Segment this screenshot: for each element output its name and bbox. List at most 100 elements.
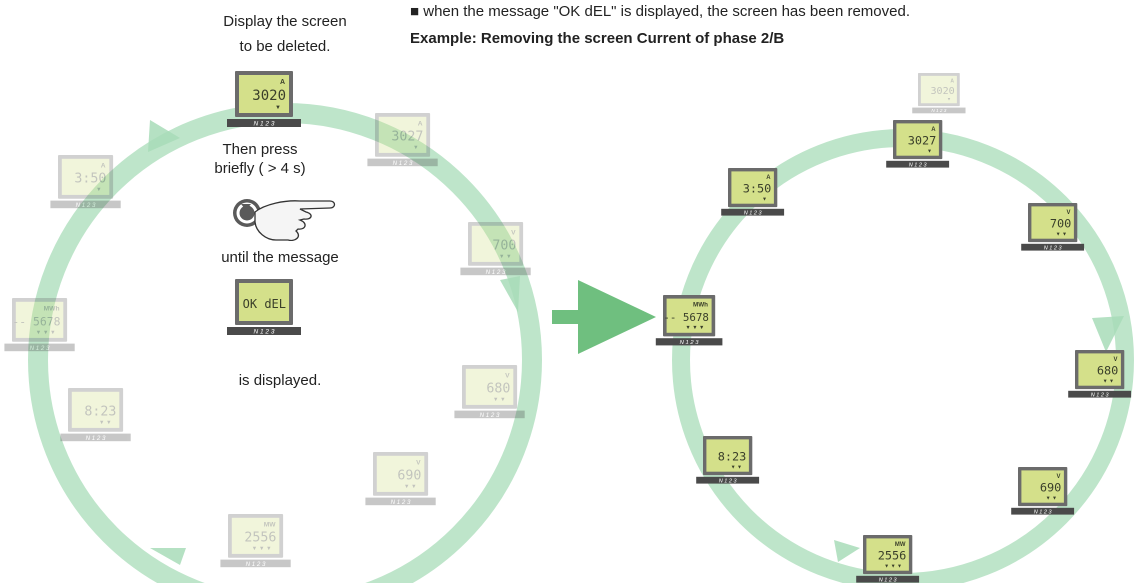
phase-bar-label: N 1 2 3: [480, 412, 500, 419]
reading-value: 3027: [391, 130, 423, 145]
phase-bar-label: N 1 2 3: [879, 577, 898, 583]
reading-value: 3:50: [743, 182, 772, 196]
step2-line2: briefly ( > 4 s): [214, 160, 306, 177]
phase-bar-label: N 1 2 3: [744, 210, 763, 216]
phase-markers: ▼ ▼: [99, 420, 112, 426]
phase-markers: ▼ ▼: [404, 484, 417, 490]
phase-bar: [856, 575, 920, 583]
unit-label: A: [950, 78, 954, 84]
phase-bar-label: N 1 2 3: [719, 478, 738, 484]
step-press-briefly: Then press briefly ( > 4 s): [175, 140, 345, 178]
reading-value: OK dEL: [243, 297, 286, 311]
reading-value: 690: [397, 469, 421, 484]
reading-value: 3027: [908, 134, 937, 148]
bullet-icon: ■: [410, 3, 420, 20]
left-lcd-screen-1: N 1 2 3 A 3027▼: [367, 113, 438, 167]
phase-bar: [1011, 507, 1075, 515]
step1-line2: to be deleted.: [239, 38, 331, 55]
left-ring-arrowheads: [148, 120, 520, 565]
ok-del-lcd-screen: N 1 2 3 OK dEL: [227, 279, 301, 336]
phase-bar-label: N 1 2 3: [76, 202, 96, 209]
unit-label: MW: [895, 542, 906, 548]
phase-bar-label: N 1 2 3: [486, 269, 506, 276]
phase-bar: [60, 433, 131, 442]
reading-value: 680: [486, 382, 510, 397]
phase-bar-label: N 1 2 3: [1044, 245, 1063, 251]
unit-label: V: [505, 372, 510, 379]
phase-bar-label: N 1 2 3: [1034, 509, 1053, 515]
example-title: Example: Removing the screen Current of …: [410, 30, 785, 47]
phase-bar-label: N 1 2 3: [86, 435, 106, 442]
step-is-displayed: is displayed.: [238, 372, 322, 389]
step-display-screen: Display the screen to be deleted.: [190, 12, 380, 56]
note-text: when the message "OK dEL" is displayed, …: [423, 3, 910, 20]
phase-bar-label: N 1 2 3: [1091, 392, 1110, 398]
phase-bar: [227, 119, 301, 127]
unit-label: V: [511, 229, 516, 236]
phase-bar: [655, 338, 723, 346]
unit-label: MWh: [44, 305, 60, 312]
phase-markers: ▼: [413, 145, 419, 151]
transition-arrow-icon: [552, 280, 656, 354]
reading-value: 690: [1040, 481, 1061, 495]
unit-label: V: [1057, 474, 1061, 480]
reading-value: 700: [492, 239, 516, 254]
right-ring-arrowheads: [834, 316, 1124, 562]
phase-bar-label: N 1 2 3: [680, 340, 700, 346]
reading-value: -- 5678: [12, 315, 60, 329]
phase-bar: [886, 160, 950, 168]
reading-value: 2556: [878, 549, 907, 563]
unit-label: MW: [264, 521, 277, 528]
step2-line1: Then press: [222, 141, 298, 158]
unit-label: A: [766, 175, 771, 181]
phase-markers: ▼ ▼: [731, 464, 743, 470]
phase-markers: ▼ ▼: [1103, 378, 1115, 384]
phase-bar-label: N 1 2 3: [30, 345, 50, 352]
phase-markers: ▼ ▼: [1056, 231, 1068, 237]
phase-bar-label: N 1 2 3: [931, 108, 946, 113]
left-lcd-screen-2: N 1 2 3 V 700▼ ▼: [460, 222, 531, 276]
phase-bar: [365, 497, 436, 506]
phase-markers: ▼ ▼: [499, 254, 512, 260]
phase-markers: ▼ ▼: [493, 397, 506, 403]
removal-confirmation-note: ■ when the message "OK dEL" is displayed…: [410, 3, 910, 20]
reading-value: -- 5678: [663, 311, 709, 324]
unit-label: V: [1114, 357, 1118, 363]
reading-value: 3020: [252, 88, 286, 104]
reading-value: 3:50: [74, 172, 106, 187]
unit-label: V: [1067, 210, 1071, 216]
unit-label: A: [418, 120, 423, 127]
phase-bar: [220, 559, 291, 568]
phase-bar: [696, 476, 760, 484]
phase-bar-label: N 1 2 3: [393, 160, 413, 167]
step-until-message: until the message: [221, 249, 339, 266]
reading-value: 2556: [244, 531, 276, 546]
phase-markers: ▼ ▼ ▼: [884, 563, 902, 569]
phase-bar: [4, 343, 75, 352]
left-lcd-screen-8: N 1 2 3A3:50▼: [50, 155, 121, 209]
phase-bar: [912, 107, 966, 114]
phase-bar: [1021, 243, 1085, 251]
phase-bar: [367, 158, 438, 167]
phase-bar-label: N 1 2 3: [254, 329, 275, 336]
pointing-hand-icon: [254, 200, 336, 242]
phase-bar: [1068, 390, 1132, 398]
phase-markers: ▼: [96, 187, 102, 193]
reading-value: 8:23: [84, 405, 116, 420]
left-lcd-screen-6: N 1 2 3 8:23▼ ▼: [60, 388, 131, 442]
unit-label: A: [931, 127, 936, 133]
phase-markers: ▼ ▼ ▼: [252, 546, 272, 552]
phase-bar: [454, 410, 525, 419]
